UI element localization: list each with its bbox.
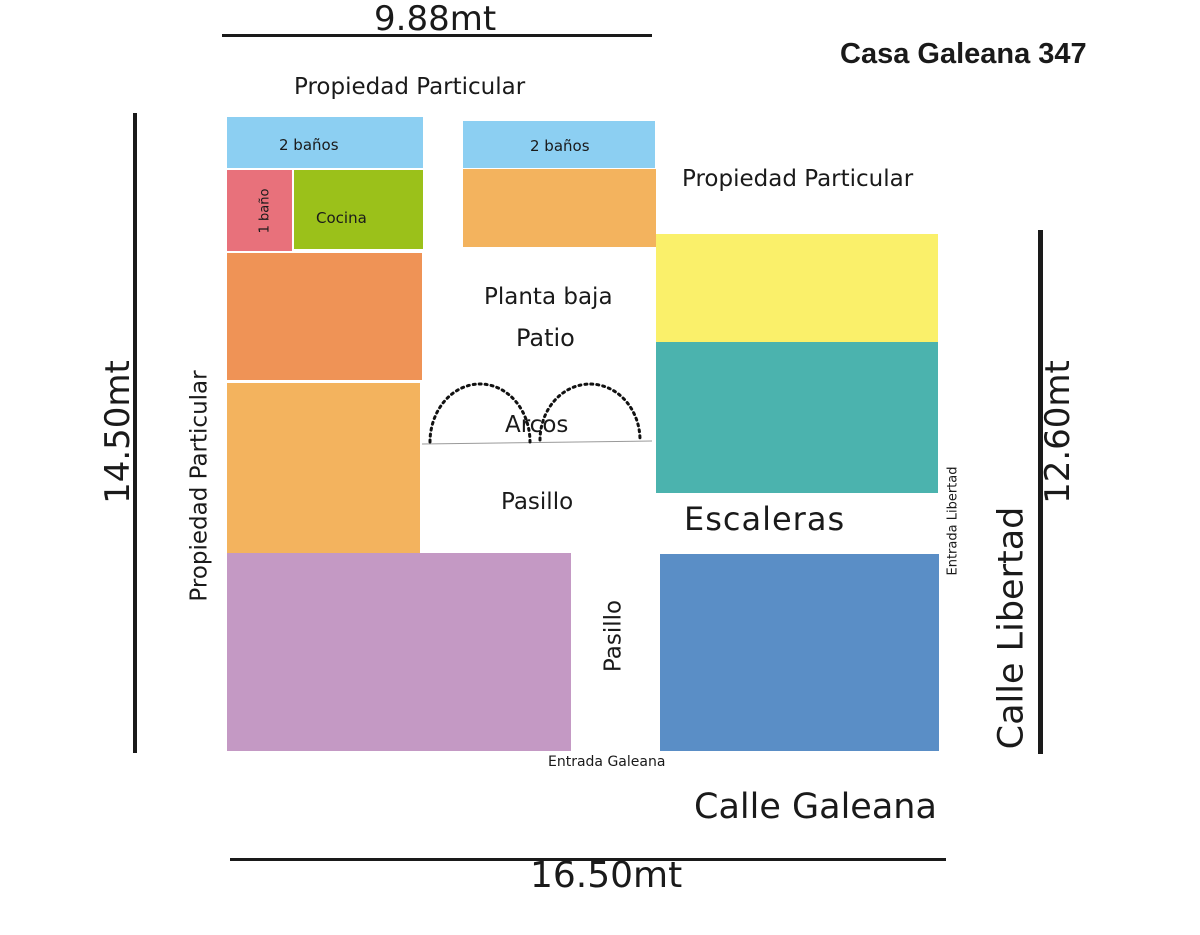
area-escaleras-label: Escaleras [684,500,846,538]
right-dimension-line [1038,230,1043,754]
plan-title: Casa Galeana 347 [840,38,1087,70]
area-pasillo-center-label: Pasillo [501,489,574,515]
room-cocina-label: Cocina [316,209,367,227]
room-yellow [656,234,938,342]
room-teal [656,342,938,493]
left-dimension-line [133,113,137,753]
room-banos-right: 2 baños [463,121,655,168]
room-banos-left: 2 baños [227,117,423,168]
neighbor-top-label: Propiedad Particular [294,74,526,100]
arch-right [538,382,642,442]
room-orange-left [227,253,422,380]
arch-left [428,382,532,444]
room-banos-right-label: 2 baños [530,137,590,155]
area-patio-label: Patio [516,324,575,352]
room-light-orange-center [463,169,656,247]
neighbor-right-top-label: Propiedad Particular [682,166,914,192]
bottom-dimension-label: 16.50mt [530,855,683,896]
street-galeana-label: Calle Galeana [694,787,937,827]
room-blue [660,554,939,751]
arches-baseline [421,440,653,445]
room-banos-left-label: 2 baños [279,136,339,154]
room-purple [227,553,571,751]
area-planta-baja-label: Planta baja [484,284,613,310]
room-cocina: Cocina [294,170,423,249]
bottom-dimension-line [230,858,946,861]
entrance-galeana-label: Entrada Galeana [548,754,666,770]
room-bano-single: 1 baño [227,170,292,251]
top-dimension-line [222,34,652,37]
top-dimension-label: 9.88mt [374,0,497,39]
room-light-orange-left [227,383,420,553]
area-arcos-label: Arcos [505,412,569,438]
